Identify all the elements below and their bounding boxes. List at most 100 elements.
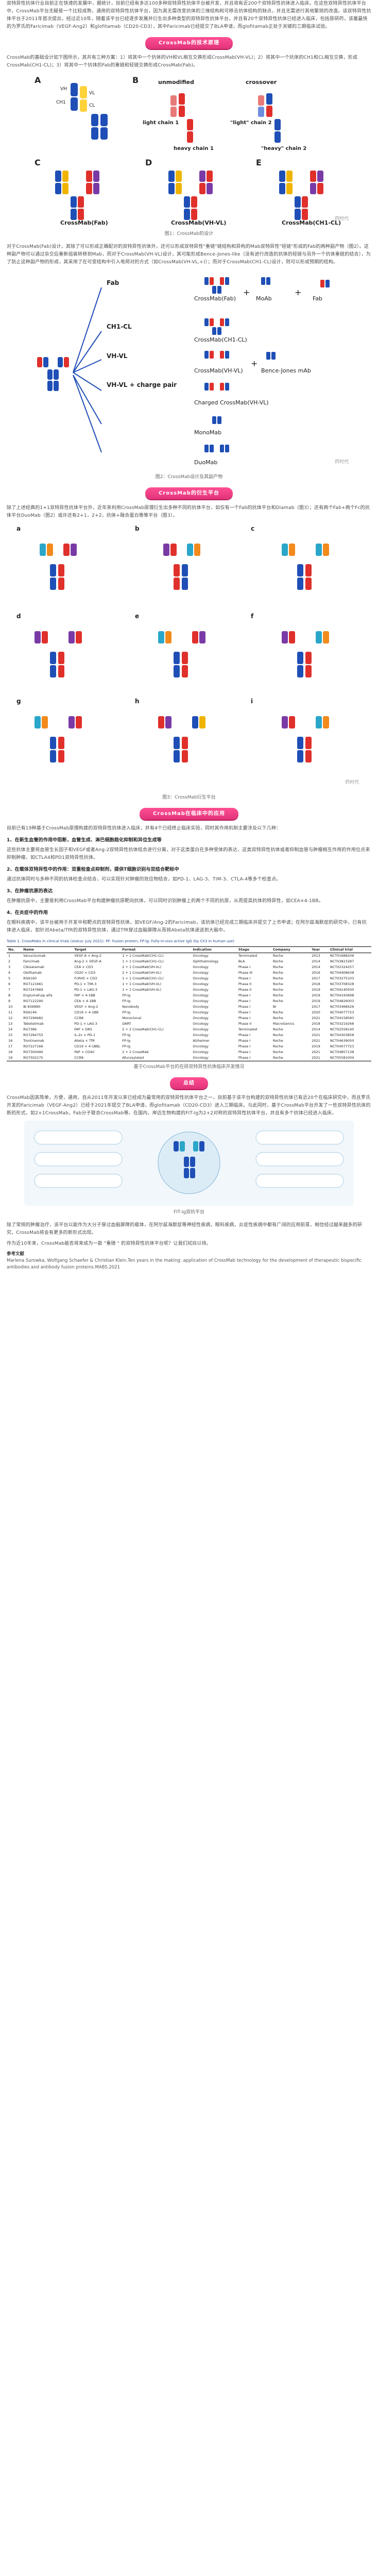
table-cell: IL-2v × PD-1 (74, 1033, 95, 1037)
table-cell: CD19 × 4-1BBL (74, 1044, 100, 1048)
table-cell: NCT02558140 (330, 1027, 354, 1031)
figure-2-byproducts: Fab CH1-CL VH-VL VH-VL + charge pair Cro… (24, 269, 354, 470)
section-banner-principle: CrossMab的技术原理 (7, 37, 371, 49)
figure-3-caption: 图3：CrossMab衍生平台 (162, 795, 216, 800)
table-cell: 2018 (312, 982, 320, 986)
table-cell: NCT04140500 (330, 988, 354, 992)
table-cell: 2021 (312, 1016, 320, 1020)
table-cell: Phase I (238, 965, 251, 969)
table-cell: 2021 (312, 1050, 320, 1054)
table-cell: Oncology (193, 993, 209, 997)
figure-3-svg: a b c d e f g h i (16, 525, 329, 762)
table-cell: Phase II (238, 988, 252, 992)
table-cell: 9 (8, 999, 11, 1003)
panel-a-label: a (16, 525, 21, 532)
table-cell: Afucosylated (121, 1055, 192, 1061)
table-cell: NCT02324257 (330, 965, 354, 969)
table-cell: CD20 × CD3 (74, 971, 96, 975)
table-header-cell: No. (7, 946, 22, 953)
table-cell: Phase I (238, 1044, 251, 1048)
table-cell: Trontinemab (23, 1039, 44, 1043)
table-cell: Roche (272, 1044, 283, 1048)
table-cell: 15 (8, 1033, 13, 1037)
table-cell: 2021 (310, 1055, 329, 1061)
table-cell: RO7284755 (23, 1033, 43, 1037)
label-cl: CL (89, 103, 95, 108)
table-cell: CEA × CD3 (74, 965, 93, 969)
table-header-cell: Company (271, 946, 311, 953)
figure-1-caption: 图1：CrossMab的设计 (164, 231, 214, 236)
table-cell: 1 + 1 CrossMab(CH1-CL) (122, 959, 164, 963)
clinical-heading-4: 4、在炎症中的作用 (7, 910, 48, 916)
table-cell: Phase III (238, 971, 253, 975)
watermark: 药时代 (334, 216, 349, 222)
label-vl: VL (89, 91, 95, 96)
table-cell: 2 + 2 CrossMab(CH1-CL) (122, 1027, 164, 1031)
table-header-cell: Year (310, 946, 329, 953)
table-cell: 2021 (312, 1039, 320, 1043)
table-cell: Oncology (193, 1016, 209, 1020)
figure-2-caption: 图2：CrossMab设计及其副产物 (155, 474, 223, 480)
table-cell: NCT05581004 (328, 1055, 371, 1061)
table-cell: Monoclonal (122, 1016, 142, 1020)
table-cell: 2016 (312, 971, 320, 975)
vhvl-charge-label: VH-VL + charge pair (107, 381, 177, 388)
table-cell: Roche (272, 954, 283, 958)
table-cell: Roche (272, 993, 283, 997)
table-cell: MacroGenics (272, 1022, 295, 1026)
fit-ig-caption: FIT-Ig双抗平台 (173, 1210, 205, 1215)
table-cell: Roche (272, 999, 283, 1003)
table-cell: 5 (8, 976, 11, 980)
table-cell: NCT03275103 (330, 976, 354, 980)
table-cell: RO7502175 (22, 1055, 73, 1061)
table-cell: FP-Ig (122, 1044, 131, 1048)
table-cell: Oncology (193, 976, 209, 980)
table-cell: Oncology (191, 1055, 237, 1061)
heavy-chain-2-label: "heavy" chain 2 (261, 146, 306, 151)
table-cell: Roche (272, 988, 283, 992)
plus-sign: + (243, 287, 250, 297)
crossmab-ch1cl-label: CrossMab(CH1-CL) (282, 219, 341, 226)
fit-ig-figure (24, 1121, 354, 1206)
table-cell: Oncology (193, 971, 209, 975)
table-cell: 2019 (312, 993, 320, 997)
table-cell: Phase II (238, 982, 252, 986)
reference-1: Marlena Surowka, Wolfgang Schaefer & Chr… (7, 1258, 362, 1270)
clinical-paragraph-5: 在眼科疾病中，该平台被用于开发中和靶点的双特异性抗体，如VEGF/Ang-2的F… (7, 920, 367, 933)
table-cell: 2013 (312, 954, 320, 958)
table-cell: RO7296682 (23, 1016, 43, 1020)
label-d: D (145, 158, 152, 167)
derived-paragraph: 除了上述经典的1+1双特异性抗体平台外，近年来利用CrossMab原理衍生出多种… (7, 505, 370, 518)
clinical-heading-3: 3、在肿瘤抗原的表达 (7, 889, 53, 894)
table-cell: RO7122290 (23, 999, 43, 1003)
table-cell: Ophthalmology (193, 959, 219, 963)
table-cell: RO7121661 (23, 982, 43, 986)
table-cell: RG6160 (23, 976, 37, 980)
table-cell: NCT03823287 (330, 959, 354, 963)
table-cell: 16 (8, 1039, 13, 1043)
table-cell: Englumafusp alfa (23, 993, 53, 997)
table-cell: Oncology (193, 1033, 209, 1037)
article: 双特异性抗体行业目前正在快速的发展中，据统计，目前已经有多达100多种双特异性抗… (0, 0, 378, 1281)
figure-3-derived-platforms: a b c d e f g h i (14, 523, 364, 791)
intro-paragraph: 双特异性抗体行业目前正在快速的发展中，据统计，目前已经有多达100多种双特异性抗… (7, 1, 371, 29)
table-cell: Phase I (236, 1055, 271, 1061)
table-cell: 2014 (312, 1027, 320, 1031)
table-cell: FP-Ig (122, 1039, 131, 1043)
table-cell: Oncology (193, 982, 209, 986)
table-cell: NCT04408638 (330, 971, 354, 975)
fit-ig-svg (34, 1130, 344, 1194)
label-c: C (35, 158, 41, 167)
table-cell: Oncology (193, 1050, 209, 1054)
table-cell: NCT04077723 (330, 1044, 354, 1048)
references: 参考文献 Marlena Surowka, Wolfgang Schaefer … (7, 1251, 371, 1271)
table-cell: 19 (7, 1055, 22, 1061)
table-cell: NCT04158583 (330, 1016, 354, 1020)
summary-paragraph-3: 作为近10年来，CrossMab能否将来成为一款 "重磅 " 的双特异性抗体平台… (7, 1241, 211, 1246)
table-cell: Ang-2 × VEGF-A (74, 959, 101, 963)
table-cell: 2 + 1 CrossMab(VH-VL) (122, 965, 162, 969)
table-cell: 2014 (312, 965, 320, 969)
